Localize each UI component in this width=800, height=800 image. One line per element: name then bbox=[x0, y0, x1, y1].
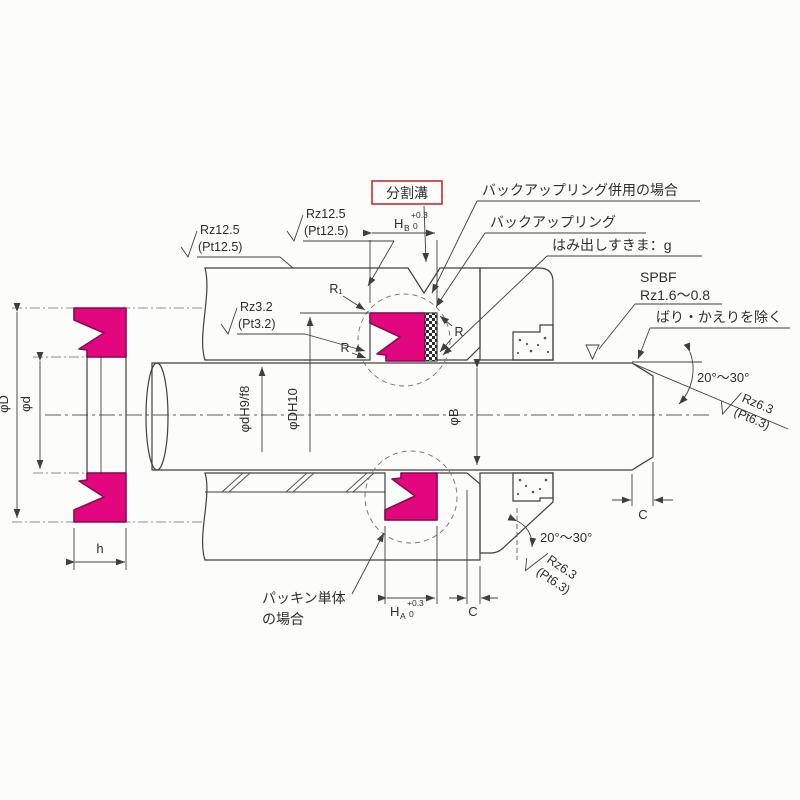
ext-line-shaft-chamfer bbox=[633, 363, 789, 430]
dim-groove-dia: φDH10 bbox=[285, 388, 300, 430]
leader-line bbox=[422, 205, 430, 263]
dim-ha-tol-upper: +0.3 bbox=[407, 598, 424, 608]
backup-ring bbox=[424, 312, 438, 362]
dim-seal-id: φd bbox=[18, 396, 33, 412]
speckles-upper bbox=[516, 336, 550, 355]
leader-line bbox=[431, 200, 478, 294]
detail-circle-lower bbox=[364, 450, 458, 544]
dim-ha-sub: A bbox=[400, 611, 406, 621]
u-packing-upper bbox=[369, 312, 426, 362]
extrusion-gap-text: はみ出しすきま：g bbox=[552, 237, 672, 253]
dim-chamfer-bore: C bbox=[449, 490, 498, 619]
leader-line bbox=[435, 232, 486, 308]
rz125-line1: Rz12.5 bbox=[200, 223, 240, 237]
dim-seal-od: φD bbox=[0, 395, 11, 413]
surface-finish-rz125-a: Rz12.5 (Pt12.5) bbox=[180, 223, 294, 269]
rod-shaft bbox=[151, 362, 654, 471]
roughness-check-icon bbox=[524, 552, 549, 572]
speckles-lower bbox=[516, 478, 548, 496]
callout-spbf: SPBF Rz1.6〜0.8 bbox=[585, 269, 722, 361]
leader-line bbox=[637, 327, 651, 360]
spbf-text: SPBF bbox=[640, 269, 677, 285]
roughness-check-icon bbox=[720, 392, 742, 416]
angle-shaft: 20°〜30° bbox=[697, 370, 749, 385]
radius-labels: R₁ R R bbox=[329, 282, 464, 359]
surface-finish-rz63-housing: Rz6.3 (Pt6.3) bbox=[524, 552, 579, 597]
housing-upper bbox=[202, 267, 481, 361]
packing-alone-line2: の場合 bbox=[262, 611, 304, 627]
diameter-dimensions: φdH9/f8 φDH10 φB bbox=[237, 312, 481, 465]
radius-r-left-label: R bbox=[340, 341, 349, 355]
callout-packing-alone: パッキン単体 の場合 bbox=[262, 532, 385, 627]
rz32-line2: (Pt3.2) bbox=[238, 317, 276, 331]
shaft-chamfer-annotation: 20°〜30° Rz6.3 (Pt6.3) bbox=[632, 342, 789, 433]
split-groove-box bbox=[371, 180, 443, 205]
leader-line bbox=[442, 255, 548, 356]
dim-hb-sub: B bbox=[404, 223, 410, 233]
surface-finish-rz63-shaft: Rz6.3 (Pt6.3) bbox=[720, 391, 776, 433]
surface-finish-rz125-b: Rz12.5 (Pt12.5) bbox=[286, 207, 395, 287]
surface-triangle-icon bbox=[585, 344, 600, 361]
callout-deburr: ばり・かえりを除く bbox=[637, 309, 790, 360]
backup-ring-text: バックアップリング bbox=[490, 214, 616, 230]
roughness-check-icon bbox=[180, 230, 198, 258]
leader-line-r-right-down bbox=[439, 337, 453, 353]
dim-ha-letter: H bbox=[390, 604, 399, 619]
rz125-line2: (Pt12.5) bbox=[198, 240, 242, 254]
dim-hb-letter: H bbox=[394, 216, 403, 231]
seal-lip-top bbox=[73, 307, 127, 358]
callout-backup-ring: バックアップリング bbox=[435, 214, 646, 308]
callout-extrusion-gap: はみ出しすきま：g bbox=[442, 237, 702, 356]
callout-split-groove: 分割溝 bbox=[371, 180, 443, 263]
leader-line-r-right-up bbox=[439, 315, 453, 327]
dim-groove-width-backup: H B +0.3 0 bbox=[363, 210, 438, 306]
shaft-break-end bbox=[145, 362, 169, 471]
surface-finish-rz32: Rz3.2 (Pt3.2) bbox=[220, 300, 366, 352]
radius-r-right-label: R bbox=[454, 325, 463, 339]
dim-groove-width-single: H A +0.3 0 bbox=[378, 526, 438, 621]
backup-ring-case-text: バックアップリング併用の場合 bbox=[482, 182, 678, 198]
leader-line bbox=[351, 532, 385, 595]
dim-ha-tol-lower: 0 bbox=[409, 609, 414, 619]
dim-hb-tol-lower: 0 bbox=[413, 221, 418, 231]
leader-line bbox=[279, 256, 294, 269]
section-hatching bbox=[205, 472, 385, 493]
angle-arc-shaft bbox=[678, 342, 694, 405]
leader-line bbox=[598, 303, 636, 350]
u-packing-lower bbox=[384, 472, 438, 521]
rz125-line2: (Pt12.5) bbox=[304, 224, 348, 238]
seal-cross-section-view: φD φd h bbox=[0, 303, 205, 570]
wiper-ring-pocket-lower bbox=[512, 472, 554, 502]
seal-lip-bottom bbox=[73, 472, 127, 523]
radius-r1-label: R₁ bbox=[329, 282, 342, 296]
split-groove-text: 分割溝 bbox=[386, 185, 428, 201]
gland-block-upper bbox=[479, 267, 554, 361]
wiper-ring-pocket-upper bbox=[512, 324, 554, 361]
dim-hb-tol-upper: +0.3 bbox=[411, 210, 428, 220]
leader-line-r1 bbox=[342, 295, 366, 311]
leader-line bbox=[367, 240, 395, 287]
dim-seal-height: h bbox=[96, 541, 103, 556]
rz32-line1: Rz3.2 bbox=[240, 300, 273, 314]
angle-housing: 20°〜30° bbox=[540, 530, 592, 545]
callout-backup-ring-case: バックアップリング併用の場合 bbox=[431, 182, 700, 294]
housing-chamfer-annotation: 20°〜30° Rz6.3 (Pt6.3) bbox=[507, 508, 592, 597]
leader-line-r-left bbox=[351, 351, 367, 359]
rz125-line1: Rz12.5 bbox=[306, 207, 346, 221]
dim-bore-dia: φB bbox=[446, 408, 461, 425]
deburr-text: ばり・かえりを除く bbox=[656, 309, 782, 325]
dim-chamfer-shaft: C bbox=[612, 462, 673, 522]
dim-rod-dia: φdH9/f8 bbox=[237, 386, 252, 433]
dim-c-bore: C bbox=[468, 604, 477, 619]
roughness-check-icon bbox=[286, 214, 304, 242]
angle-arc-housing bbox=[507, 514, 537, 548]
housing-lower bbox=[202, 472, 481, 561]
packing-alone-line1: パッキン単体 bbox=[262, 590, 346, 606]
roughness-check-icon bbox=[220, 307, 238, 335]
dim-c-shaft: C bbox=[638, 507, 647, 522]
spbf-roughness-text: Rz1.6〜0.8 bbox=[640, 287, 710, 303]
leader-line bbox=[304, 333, 366, 352]
